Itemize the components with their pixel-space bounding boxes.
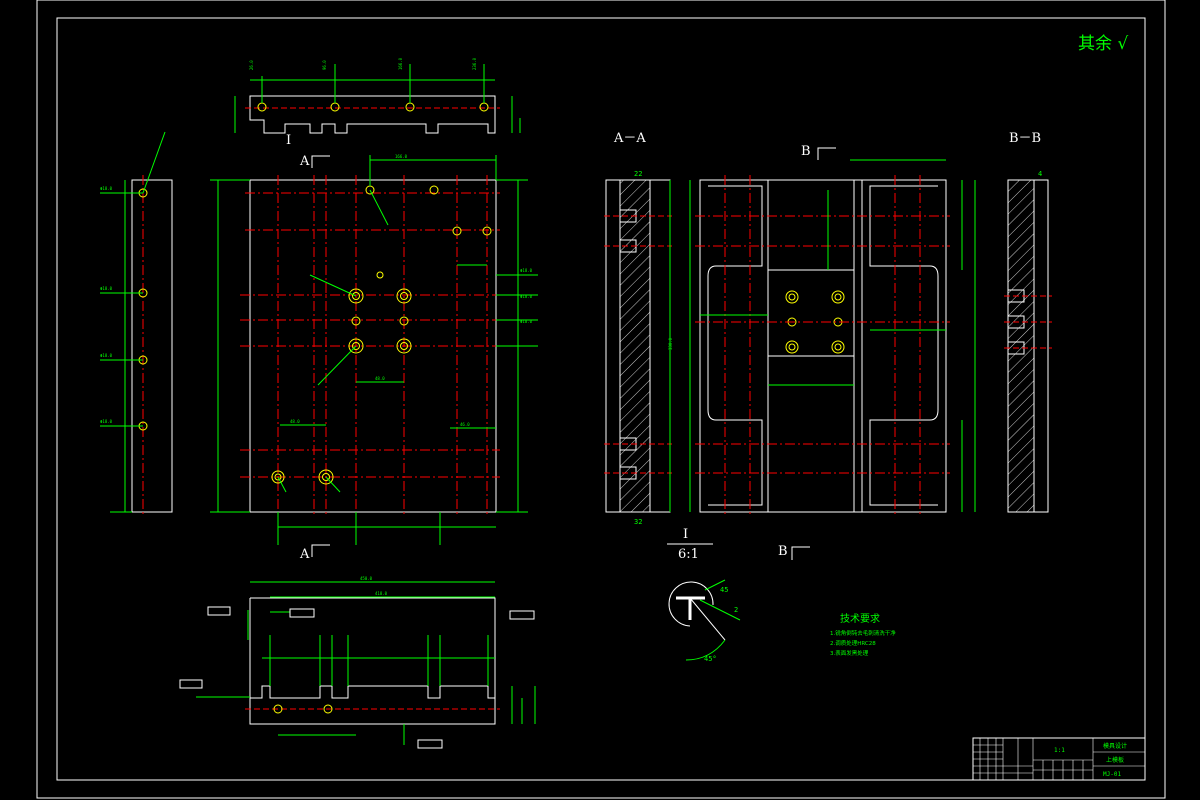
title-block-name: 上模板 (1106, 756, 1124, 764)
section-bb-title: B－B (1009, 131, 1041, 146)
section-b-dims (689, 159, 976, 512)
svg-text:48.0: 48.0 (290, 419, 300, 424)
svg-text:26.0: 26.0 (249, 60, 254, 70)
svg-text:418.0: 418.0 (375, 591, 388, 596)
detail-scale: 6:1 (678, 547, 699, 562)
detail-dim-3: 45° (704, 655, 717, 663)
cut-markers (311, 147, 836, 560)
bb-dim-top: 4 (1038, 170, 1042, 178)
svg-text:Φ18.0: Φ18.0 (520, 268, 533, 273)
section-b-centerlines (695, 175, 950, 517)
tech-requirements-title: 技术要求 (840, 612, 880, 625)
inner-frame (56, 17, 1146, 781)
svg-text:96.0: 96.0 (322, 60, 327, 70)
detail-ref-label: I (286, 133, 291, 148)
svg-text:Φ18.0: Φ18.0 (100, 419, 113, 424)
aa-dim-top: 22 (634, 170, 642, 178)
svg-text:166.0: 166.0 (395, 154, 408, 159)
title-block-drawing-no: MJ-01 (1103, 771, 1121, 778)
cut-a-top: A (299, 154, 310, 169)
detail-i-view: I 6:1 45 2 45° (667, 527, 741, 663)
section-bb-view (1004, 179, 1052, 513)
section-b-plan-view (699, 179, 947, 513)
title-block-scale: 1:1 (1054, 747, 1065, 754)
detail-dim-1: 45 (720, 586, 728, 594)
left-side-view: Φ18.0 Φ18.0 Φ18.0 Φ18.0 (100, 131, 173, 517)
tech-requirement-item: 1.锐角倒钝去毛刺清洗干净 (830, 629, 896, 637)
svg-text:450.0: 450.0 (360, 576, 373, 581)
cut-a-bottom: A (299, 547, 310, 562)
tech-requirements: 技术要求 1.锐角倒钝去毛刺清洗干净 2.调质处理HRC28 3.表面发黑处理 (830, 612, 896, 657)
svg-text:Φ18.0: Φ18.0 (520, 319, 533, 324)
outer-frame (36, 0, 1166, 799)
surface-finish-note: 其余 √ (1078, 34, 1128, 54)
svg-text:Φ18.0: Φ18.0 (100, 286, 113, 291)
detail-title: I (683, 527, 688, 542)
svg-text:Φ18.0: Φ18.0 (100, 186, 113, 191)
tech-requirement-item: 3.表面发黑处理 (830, 649, 869, 657)
tech-requirement-item: 2.调质处理HRC28 (830, 639, 876, 647)
top-strip-view: 26.0 96.0 166.0 236.0 I (234, 57, 521, 148)
bottom-front-view: 450.0 418.0 (179, 576, 536, 749)
main-plan-view: 166.0 Φ18.0 Φ18.0 Φ18.0 48.0 48.0 46.0 (210, 154, 538, 545)
svg-text:330.0: 330.0 (668, 337, 673, 350)
svg-text:48.0: 48.0 (375, 376, 385, 381)
svg-text:Φ18.0: Φ18.0 (100, 353, 113, 358)
title-block: 1:1 模具设计 上模板 MJ-01 (972, 737, 1146, 781)
svg-text:46.0: 46.0 (460, 422, 470, 427)
cut-b-bottom: B (778, 544, 788, 559)
svg-text:166.0: 166.0 (398, 57, 403, 70)
svg-text:Φ18.0: Φ18.0 (520, 294, 533, 299)
svg-text:236.0: 236.0 (472, 57, 477, 70)
aa-dim-bottom: 32 (634, 518, 642, 526)
section-aa-view: 330.0 (604, 179, 673, 513)
title-block-company: 模具设计 (1103, 742, 1127, 750)
section-aa-title: A－A (613, 131, 646, 146)
cut-b-top: B (801, 144, 811, 159)
detail-dim-2: 2 (734, 606, 738, 614)
